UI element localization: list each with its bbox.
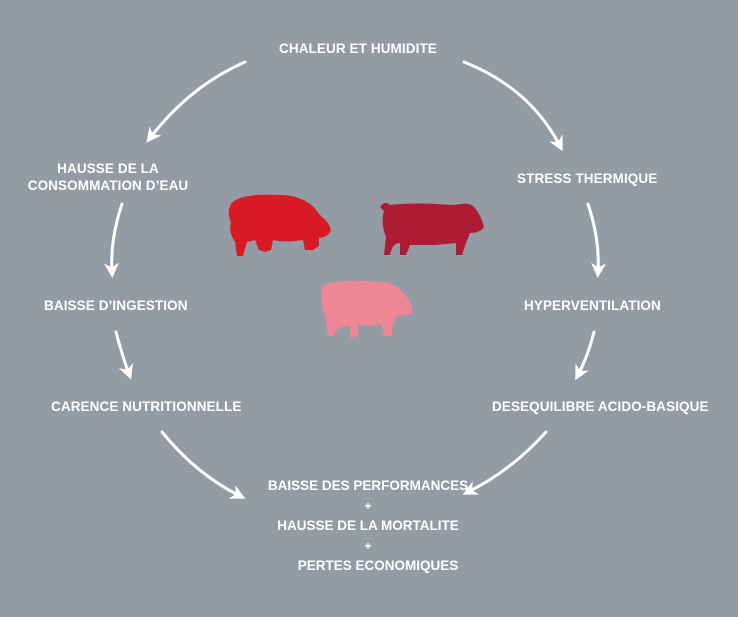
outcome-hausse-mortalite: HAUSSE DE LA MORTALITE xyxy=(277,518,459,533)
label-carence-nutritionnelle: CARENCE NUTRITIONNELLE xyxy=(51,399,242,414)
outcome-baisse-performances: BAISSE DES PERFORMANCES xyxy=(267,478,469,493)
arrow-left-2-icon xyxy=(114,330,133,380)
label-hyperventilation: HYPERVENTILATION xyxy=(524,298,661,313)
outcome-block: BAISSE DES PERFORMANCES + HAUSSE DE LA M… xyxy=(238,476,498,576)
label-desequilibre-acido-basique: DESEQUILIBRE ACIDO-BASIQUE xyxy=(492,399,709,414)
arrow-right-2-icon xyxy=(575,330,596,381)
label-stress-thermique: STRESS THERMIQUE xyxy=(517,171,658,186)
label-hausse-consommation-eau: HAUSSE DE LA CONSOMMATION D’EAU xyxy=(20,160,196,194)
label-hausse-line1: HAUSSE DE LA xyxy=(57,161,159,176)
arrow-bottom-right-icon xyxy=(462,430,548,495)
arrow-right-1-icon xyxy=(586,202,607,278)
arrow-top-right-icon xyxy=(462,60,563,152)
outcome-pertes-economiques: PERTES ECONOMIQUES xyxy=(297,558,459,573)
label-chaleur-humidite: CHALEUR ET HUMIDITE xyxy=(279,41,437,56)
pig-icon-pink xyxy=(321,280,413,338)
label-hausse-line2: CONSOMMATION D’EAU xyxy=(27,178,189,193)
outcome-plus-2: + xyxy=(364,539,372,553)
label-baisse-ingestion: BAISSE D’INGESTION xyxy=(44,298,188,313)
pig-icon-red xyxy=(228,194,331,256)
arrow-bottom-left-icon xyxy=(160,430,246,499)
arrow-left-1-icon xyxy=(103,202,124,278)
outcome-plus-1: + xyxy=(364,499,372,513)
arrow-top-left-icon xyxy=(146,60,247,143)
pig-icon-dark-red xyxy=(380,203,484,255)
